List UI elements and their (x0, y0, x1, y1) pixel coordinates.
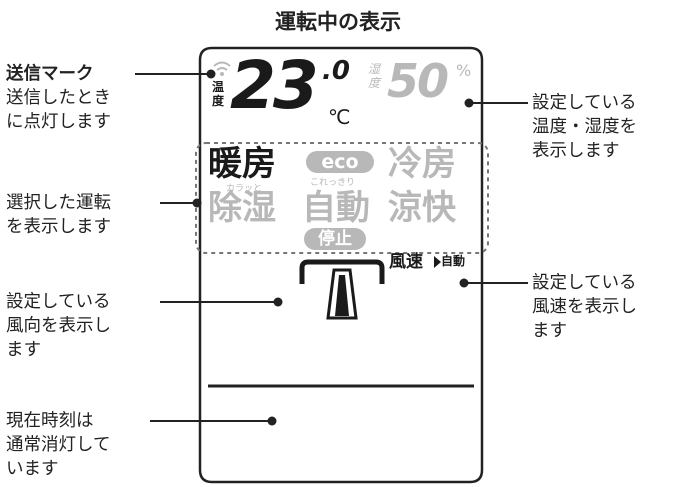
annotation-line: 送信したとき (6, 88, 111, 108)
annotation-line: 風向を表示し (6, 316, 111, 336)
annotation-line: 設定している (532, 273, 637, 293)
fan-speed-annotation: 設定している 風速を表示し ます (532, 271, 637, 343)
fan-speed-value: 自動 (441, 254, 466, 268)
temp-label: 温 度 (212, 80, 225, 108)
mode-cool-breeze: 涼快 (388, 188, 456, 228)
annotation-line: に点灯します (6, 112, 111, 132)
display-frame (198, 46, 484, 484)
mode-dehumidify: 除湿 (208, 188, 276, 228)
send-signal-icon (213, 61, 231, 71)
mode-cooling: 冷房 (388, 144, 456, 184)
temp-humidity-annotation: 設定している 温度・湿度を 表示します (532, 91, 637, 163)
annotation-line: 現在時刻は (6, 411, 94, 431)
humidity-value: 50 (387, 54, 449, 108)
annotation-line: 風速を表示し (532, 297, 637, 317)
annotation-line: います (6, 459, 59, 479)
mode-heating: 暖房 (208, 144, 276, 184)
mode-eco-badge: eco (306, 151, 374, 173)
mode-select-annotation: 選択した運転 を表示します (6, 191, 111, 239)
humidity-label: 湿 度 (368, 62, 381, 90)
annotation-line: 表示します (532, 141, 620, 161)
diagram-title: 運転中の表示 (275, 10, 401, 34)
temp-value: 23 (230, 47, 319, 124)
clock-annotation: 現在時刻は 通常消灯して います (6, 409, 110, 481)
fan-speed-label: 風速 (389, 252, 423, 272)
louver-icon (299, 259, 385, 320)
annotation-line: 設定している (6, 292, 111, 312)
temp-unit: ℃ (328, 105, 351, 129)
korekkiri-label: これっきり (310, 178, 356, 188)
annotation-line: ます (532, 321, 567, 341)
wind-direction-annotation: 設定している 風向を表示し ます (6, 290, 111, 362)
annotation-line: ます (6, 340, 41, 360)
fan-arrow-icon (434, 256, 441, 268)
mode-auto: 自動 (302, 188, 370, 228)
annotation-line: 選択した運転 (6, 193, 111, 213)
annotation-line: 温度・湿度を (532, 117, 637, 137)
mode-stop-badge: 停止 (304, 228, 366, 250)
mode-dashed-box (195, 142, 489, 254)
send-mark-heading: 送信マーク (6, 64, 94, 84)
annotation-line: 設定している (532, 93, 637, 113)
temp-decimal: .0 (322, 56, 350, 86)
karatto-label: カラッと (226, 184, 263, 194)
annotation-line: 通常消灯して (6, 435, 111, 455)
send-mark-annotation: 送信マーク 送信したとき に点灯します (6, 62, 111, 134)
humidity-unit: % (456, 61, 472, 80)
annotation-line: を表示します (6, 217, 111, 237)
